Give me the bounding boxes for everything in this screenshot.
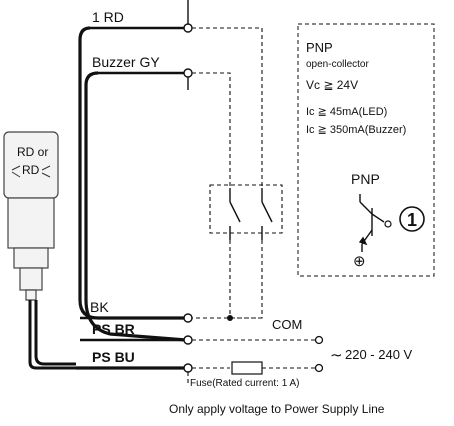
fuse-label: Fuse(Rated current: 1 A) — [190, 378, 300, 389]
spec-current-buzzer: Ic ≧ 350mA(Buzzer) — [306, 124, 406, 136]
terminals — [183, 23, 193, 373]
ac-symbol-icon: ∼ — [330, 347, 343, 364]
pnp-transistor-icon — [358, 194, 385, 252]
wire-label-ps-br: PS BR — [92, 321, 135, 337]
wire-horizontals — [80, 26, 186, 342]
lamp-base — [13, 247, 49, 269]
supply-terminal-top — [314, 335, 324, 345]
wire-label-buzzer: Buzzer GY — [92, 54, 160, 70]
supply-voltage: 220 - 240 V — [345, 347, 413, 362]
terminal-ps-bu — [183, 363, 193, 373]
lamp-cable-gland — [25, 289, 37, 301]
wire-label-ps-bu: PS BU — [92, 349, 135, 365]
supply-terminal-bottom — [314, 363, 324, 373]
lamp-body — [7, 197, 55, 249]
lamp-label-line1: RD or — [17, 145, 48, 159]
switch-contact-2 — [261, 201, 273, 223]
wire-label-rd: 1 RD — [92, 9, 124, 25]
wire-label-bk: BK — [90, 299, 109, 315]
terminal-ps-br — [183, 335, 193, 345]
output-number-badge — [399, 206, 425, 232]
terminal-bk — [183, 313, 193, 323]
lamp-stem — [19, 267, 43, 291]
ground-symbol-icon: ⊕ — [353, 253, 366, 270]
switch-box — [209, 184, 283, 234]
transistor-output-terminal — [384, 220, 392, 228]
output-number: 1 — [407, 210, 417, 230]
relay-switches — [229, 188, 273, 240]
spec-voltage: Vc ≧ 24V — [306, 78, 358, 92]
lamp-glow-icon — [11, 165, 51, 178]
signal-tower — [3, 131, 59, 301]
spec-mode: open-collector — [306, 59, 369, 70]
lamp-label-line2: RD — [22, 163, 40, 177]
wire-buzzer-gy — [84, 71, 187, 342]
fuse-icon — [231, 361, 263, 375]
power-note: Only apply voltage to Power Supply Line — [169, 402, 385, 416]
spec-current-led: Ic ≧ 45mA(LED) — [306, 106, 387, 118]
switch-contact-1 — [229, 201, 241, 223]
spec-type: PNP — [306, 40, 333, 55]
terminal-rd — [183, 23, 193, 33]
com-label: COM — [272, 317, 302, 332]
dashed-switch-wiring — [187, 27, 316, 386]
output-spec-box — [297, 23, 435, 277]
transistor-label: PNP — [351, 171, 380, 187]
terminal-buzzer — [183, 68, 193, 78]
lamp-cable — [28, 300, 76, 370]
